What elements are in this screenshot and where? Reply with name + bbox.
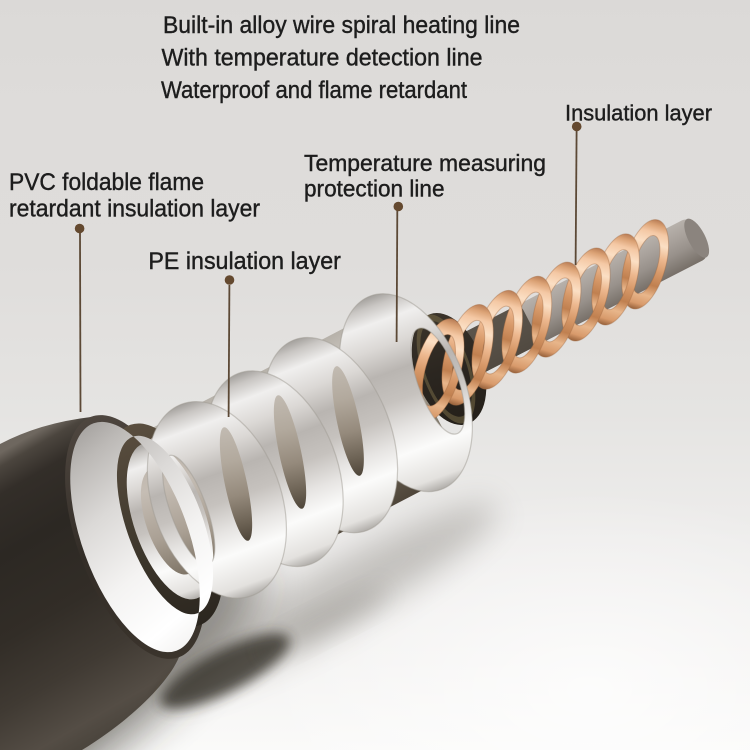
svg-text:Insulation layer: Insulation layer bbox=[565, 101, 712, 126]
svg-text:PVC foldable flame: PVC foldable flame bbox=[9, 169, 204, 196]
svg-text:With temperature detection lin: With temperature detection line bbox=[162, 45, 483, 72]
svg-text:Waterproof and flame retardant: Waterproof and flame retardant bbox=[161, 77, 467, 104]
svg-text:Temperature measuring: Temperature measuring bbox=[304, 150, 546, 176]
svg-text:protection line: protection line bbox=[304, 176, 445, 202]
svg-text:retardant insulation layer: retardant insulation layer bbox=[9, 196, 260, 223]
svg-text:Built-in alloy wire spiral hea: Built-in alloy wire spiral heating line bbox=[163, 12, 520, 39]
svg-text:PE insulation layer: PE insulation layer bbox=[148, 248, 341, 275]
